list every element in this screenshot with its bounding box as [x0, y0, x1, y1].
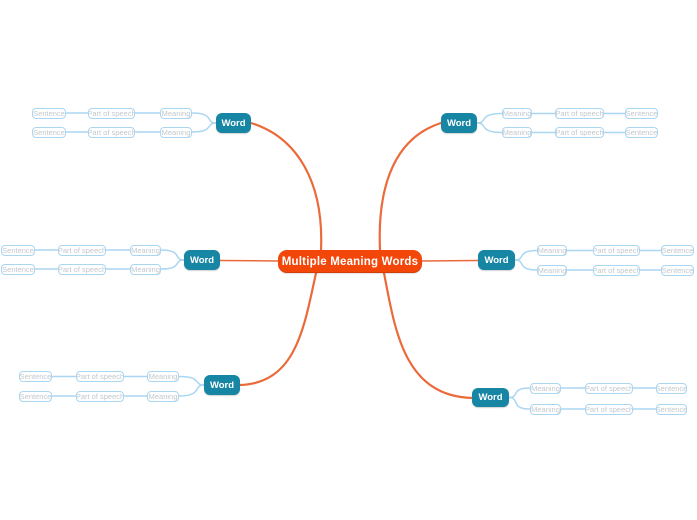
child-node-meaning[interactable]: Meaning [147, 390, 179, 402]
child-node-sentence[interactable]: Sentence [656, 382, 687, 394]
word-node-bottom-right[interactable]: Word [472, 388, 509, 407]
child-node-sentence[interactable]: Sentence [1, 244, 35, 256]
child-node-part-of-speech[interactable]: Part of speech [58, 244, 106, 256]
child-node-part-of-speech[interactable]: Part of speech [88, 107, 135, 119]
child-node-meaning[interactable]: Meaning [537, 245, 567, 256]
child-node-sentence[interactable]: Sentence [625, 127, 658, 138]
central-topic[interactable]: Multiple Meaning Words [278, 250, 422, 273]
child-node-part-of-speech[interactable]: Part of speech [555, 108, 604, 119]
child-node-part-of-speech[interactable]: Part of speech [593, 264, 640, 276]
child-node-meaning[interactable]: Meaning [537, 264, 567, 276]
child-node-meaning[interactable]: Meaning [147, 371, 179, 382]
child-node-part-of-speech[interactable]: Part of speech [76, 371, 124, 382]
child-node-sentence[interactable]: Sentence [32, 126, 66, 138]
child-node-meaning[interactable]: Meaning [160, 126, 192, 138]
child-node-part-of-speech[interactable]: Part of speech [555, 127, 604, 138]
word-node-middle-right[interactable]: Word [478, 250, 515, 270]
child-node-sentence[interactable]: Sentence [19, 390, 52, 402]
child-node-meaning[interactable]: Meaning [502, 108, 532, 119]
child-node-meaning[interactable]: Meaning [160, 107, 192, 119]
word-node-middle-left[interactable]: Word [184, 250, 220, 270]
child-node-part-of-speech[interactable]: Part of speech [88, 126, 135, 138]
child-node-meaning[interactable]: Meaning [130, 244, 161, 256]
word-node-top-right[interactable]: Word [441, 113, 477, 133]
child-node-meaning[interactable]: Meaning [530, 403, 561, 415]
child-node-sentence[interactable]: Sentence [661, 245, 694, 256]
child-node-part-of-speech[interactable]: Part of speech [76, 390, 124, 402]
child-node-meaning[interactable]: Meaning [502, 127, 532, 138]
child-node-sentence[interactable]: Sentence [1, 263, 35, 275]
child-node-sentence[interactable]: Sentence [656, 403, 687, 415]
child-node-part-of-speech[interactable]: Part of speech [585, 382, 633, 394]
word-node-bottom-left[interactable]: Word [204, 375, 240, 395]
child-node-sentence[interactable]: Sentence [32, 107, 66, 119]
word-node-top-left[interactable]: Word [216, 113, 251, 133]
child-node-sentence[interactable]: Sentence [625, 108, 658, 119]
child-node-part-of-speech[interactable]: Part of speech [593, 245, 640, 256]
child-node-part-of-speech[interactable]: Part of speech [58, 263, 106, 275]
child-node-part-of-speech[interactable]: Part of speech [585, 403, 633, 415]
child-node-meaning[interactable]: Meaning [130, 263, 161, 275]
child-node-sentence[interactable]: Sentence [19, 371, 52, 382]
child-node-meaning[interactable]: Meaning [530, 382, 561, 394]
child-node-sentence[interactable]: Sentence [661, 264, 694, 276]
